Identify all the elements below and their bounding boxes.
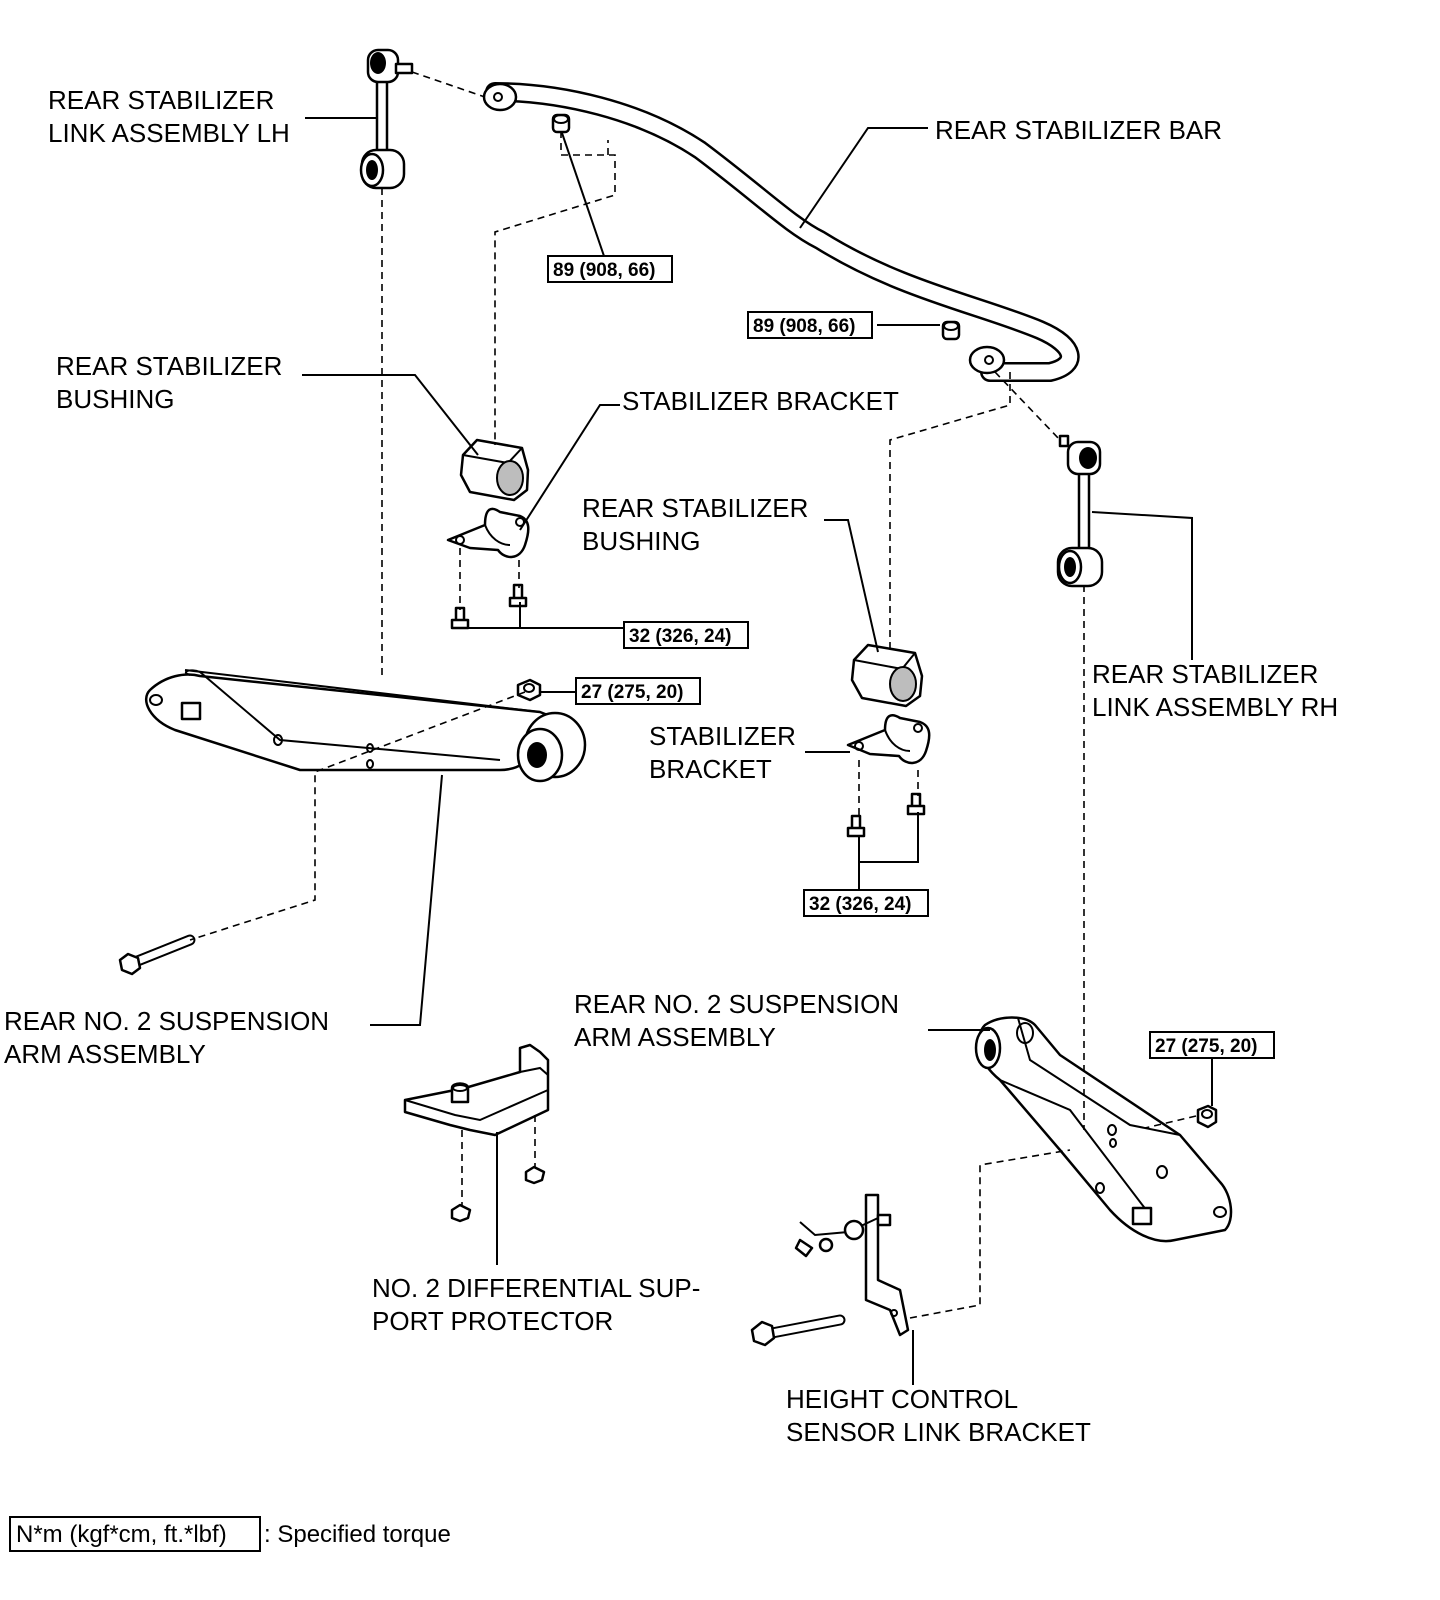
- torque-bracket-bolts-right-text: 32 (326, 24): [809, 894, 911, 915]
- suspension-arm-left: [144, 669, 587, 783]
- bar-nut-right: [941, 320, 961, 341]
- label-arm-left-line1: REAR NO. 2 SUSPENSION: [4, 1006, 329, 1036]
- torque-legend: N*m (kgf*cm, ft.*lbf) : Specified torque: [9, 1516, 451, 1552]
- label-height-line2: SENSOR LINK BRACKET: [786, 1417, 1091, 1447]
- torque-bar-nut-right: 89 (908, 66): [747, 311, 873, 339]
- leader-lines: [302, 117, 1213, 1385]
- label-stab-link-rh-line2: LINK ASSEMBLY RH: [1092, 692, 1338, 722]
- torque-bar-nut-left-text: 89 (908, 66): [553, 260, 655, 281]
- label-arm-right-line1: REAR NO. 2 SUSPENSION: [574, 989, 899, 1019]
- stabilizer-link-rh: [1056, 434, 1104, 588]
- torque-arm-nut-left-text: 27 (275, 20): [581, 682, 683, 703]
- legend-text: : Specified torque: [264, 1521, 451, 1548]
- bar-nut-left: [551, 113, 571, 134]
- torque-arm-nut-right-text: 27 (275, 20): [1155, 1036, 1257, 1057]
- label-stab-bar: REAR STABILIZER BAR: [935, 115, 1222, 145]
- label-bracket-right-line2: BRACKET: [649, 754, 772, 784]
- label-protector-line1: NO. 2 DIFFERENTIAL SUP-: [372, 1273, 700, 1303]
- torque-arm-nut-right: 27 (275, 20): [1149, 1031, 1275, 1059]
- rear-stabilizer-bar: [482, 82, 1080, 382]
- label-bushing-right-line1: REAR STABILIZER: [582, 493, 808, 523]
- label-stab-link-rh-line1: REAR STABILIZER: [1092, 659, 1318, 689]
- bushing-right: [850, 643, 924, 708]
- differential-support-protector: [403, 1043, 550, 1137]
- label-stab-link-lh-line1: REAR STABILIZER: [48, 85, 274, 115]
- label-bushing-left-line1: REAR STABILIZER: [56, 351, 282, 381]
- arm-nut-left: [516, 678, 542, 702]
- label-height-line1: HEIGHT CONTROL: [786, 1384, 1018, 1414]
- torque-bracket-bolts-left-text: 32 (326, 24): [629, 626, 731, 647]
- suspension-arm-right: [974, 1016, 1233, 1243]
- stabilizer-bracket-right: [846, 714, 931, 765]
- stabilizer-link-lh: [359, 48, 414, 190]
- protector-nuts: [450, 1165, 546, 1223]
- bracket-bolts-left: [450, 583, 528, 630]
- torque-bar-nut-right-text: 89 (908, 66): [753, 316, 855, 337]
- label-bracket-top: STABILIZER BRACKET: [622, 386, 899, 416]
- torque-arm-nut-left: 27 (275, 20): [575, 677, 701, 705]
- arm-bolt-left: [118, 934, 196, 976]
- arm-nut-right: [1196, 1104, 1218, 1129]
- label-stab-link-lh-line2: LINK ASSEMBLY LH: [48, 118, 290, 148]
- torque-bracket-bolts-left: 32 (326, 24): [623, 621, 749, 649]
- bushing-left: [459, 438, 530, 502]
- label-bushing-right-line2: BUSHING: [582, 526, 700, 556]
- label-protector-line2: PORT PROTECTOR: [372, 1306, 613, 1336]
- bracket-bolts-right: [846, 792, 926, 838]
- torque-bracket-bolts-right: 32 (326, 24): [803, 889, 929, 917]
- label-bracket-right-line1: STABILIZER: [649, 721, 796, 751]
- height-control-sensor-link-bracket: [794, 1193, 910, 1337]
- torque-bar-nut-left: 89 (908, 66): [547, 255, 673, 283]
- label-arm-right-line2: ARM ASSEMBLY: [574, 1022, 776, 1052]
- height-sensor-bolt: [750, 1314, 846, 1347]
- stabilizer-bracket-left: [446, 507, 530, 559]
- assembly-lines: [189, 71, 1197, 1319]
- legend-unit: N*m (kgf*cm, ft.*lbf): [16, 1521, 227, 1548]
- label-arm-left-line2: ARM ASSEMBLY: [4, 1039, 206, 1069]
- label-bushing-left-line2: BUSHING: [56, 384, 174, 414]
